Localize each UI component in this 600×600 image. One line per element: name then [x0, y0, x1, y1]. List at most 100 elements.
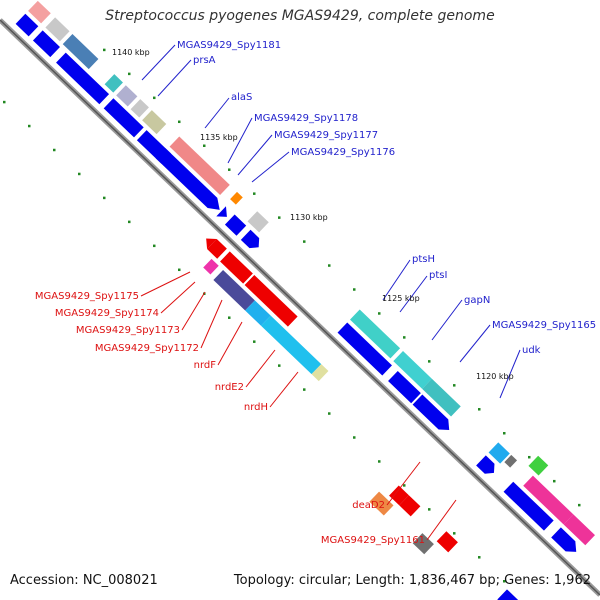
forward-gene-labels: MGAS9429_Spy1181 prsA alaS MGAS9429_Spy1… [177, 40, 596, 356]
feature-bar [230, 191, 243, 205]
gene-label: udk [522, 345, 541, 356]
leader-line [204, 97, 230, 129]
genome-backbone-core [0, 19, 600, 596]
leader-line [217, 321, 243, 366]
leader-line [200, 299, 223, 349]
tick-dot [328, 412, 331, 415]
gene-label: ptsH [412, 254, 435, 265]
feature-bar [503, 481, 554, 531]
feature-bar [56, 52, 110, 105]
tick-dot [528, 455, 531, 459]
tick-dot [378, 312, 381, 315]
leader-line [227, 117, 253, 164]
feature-bar [311, 364, 329, 382]
tick-dot [278, 216, 281, 219]
gene-label: MGAS9429_Spy1178 [254, 113, 358, 124]
tick-dot [453, 384, 456, 387]
feature-bar [244, 274, 298, 327]
genome-summary-text: Topology: circular; Length: 1,836,467 bp… [233, 573, 591, 588]
tick-dot [478, 408, 481, 411]
tick-dot [253, 340, 256, 343]
leader-line [426, 499, 457, 541]
tick-dot [453, 532, 456, 535]
tick-dot [228, 316, 231, 319]
map-title: Streptococcus pyogenes MGAS9429, complet… [105, 8, 495, 24]
scale-labels: 1140 kbp 1135 kbp 1130 kbp 1125 kbp 1120… [112, 48, 514, 381]
feature-bar [15, 13, 39, 37]
feature-bar [62, 34, 99, 70]
tick-dot [203, 144, 206, 147]
feature-bar [337, 322, 392, 376]
feature-bar [32, 30, 60, 58]
tick-dot [128, 72, 131, 76]
tick-dot [103, 196, 106, 200]
feature-arrow [216, 206, 227, 217]
leader-line [399, 275, 428, 313]
leader-line [140, 271, 191, 297]
feature-bar [130, 99, 149, 118]
feature-bar [207, 238, 227, 259]
leader-line [499, 349, 521, 399]
leader-line [245, 349, 276, 388]
scale-label: 1135 kbp [200, 133, 238, 142]
leader-line [251, 151, 290, 183]
tick-dot [253, 192, 256, 195]
gene-label: MGAS9429_Spy1173 [76, 325, 180, 336]
tick-dot [403, 484, 406, 487]
scale-label: 1140 kbp [112, 48, 150, 57]
gene-label: ptsI [429, 270, 447, 281]
leader-line [382, 259, 411, 301]
tick-dot [328, 264, 331, 267]
tick-dot [28, 124, 31, 128]
tick-dot [503, 432, 506, 435]
scale-label: 1120 kbp [476, 372, 514, 381]
leader-line [157, 59, 192, 97]
tick-dot [403, 336, 406, 339]
feature-arrow [155, 148, 220, 210]
leader-line [160, 281, 196, 314]
gene-label: MGAS9429_Spy1176 [291, 147, 395, 158]
tick-dot [503, 580, 506, 583]
feature-bar [563, 514, 595, 546]
feature-bar [528, 455, 549, 476]
gene-label: MGAS9429_Spy1172 [95, 343, 199, 354]
feature-arrow [240, 229, 260, 249]
leader-line [237, 134, 273, 176]
feature-bar [247, 211, 269, 233]
gene-label: MGAS9429_Spy1174 [55, 308, 159, 319]
feature-bar [389, 485, 409, 506]
gene-label: deaD2 [352, 500, 385, 511]
tick-dot [553, 479, 556, 483]
feature-bar [220, 251, 253, 284]
feature-arrow [412, 394, 450, 430]
gene-label: gapN [464, 295, 490, 306]
gene-label: MGAS9429_Spy1165 [492, 320, 596, 331]
forward-features [15, 0, 595, 552]
label-leaders [140, 44, 521, 541]
tick-dot [353, 288, 356, 291]
feature-bar [504, 454, 518, 468]
feature-bar [422, 378, 461, 417]
tick-dot [178, 268, 181, 272]
feature-bar [213, 269, 255, 311]
leader-line [459, 324, 491, 363]
tick-dot [228, 168, 231, 171]
tick-dot [278, 364, 281, 367]
tick-dot [428, 360, 431, 363]
gene-label: MGAS9429_Spy1177 [274, 130, 378, 141]
tick-dot [353, 436, 356, 439]
feature-bar [488, 442, 510, 464]
gene-label: prsA [193, 55, 216, 66]
feature-bar [169, 136, 230, 196]
feature-bar [103, 98, 144, 138]
tick-dot [303, 388, 306, 391]
feature-bar [45, 17, 70, 42]
tick-dot [303, 240, 306, 243]
gene-label: MGAS9429_Spy1175 [35, 291, 139, 302]
accession-text: Accession: NC_008021 [10, 573, 158, 588]
gene-label: nrdE2 [215, 382, 244, 393]
scale-label: 1125 kbp [382, 294, 420, 303]
feature-arrow [551, 527, 577, 552]
